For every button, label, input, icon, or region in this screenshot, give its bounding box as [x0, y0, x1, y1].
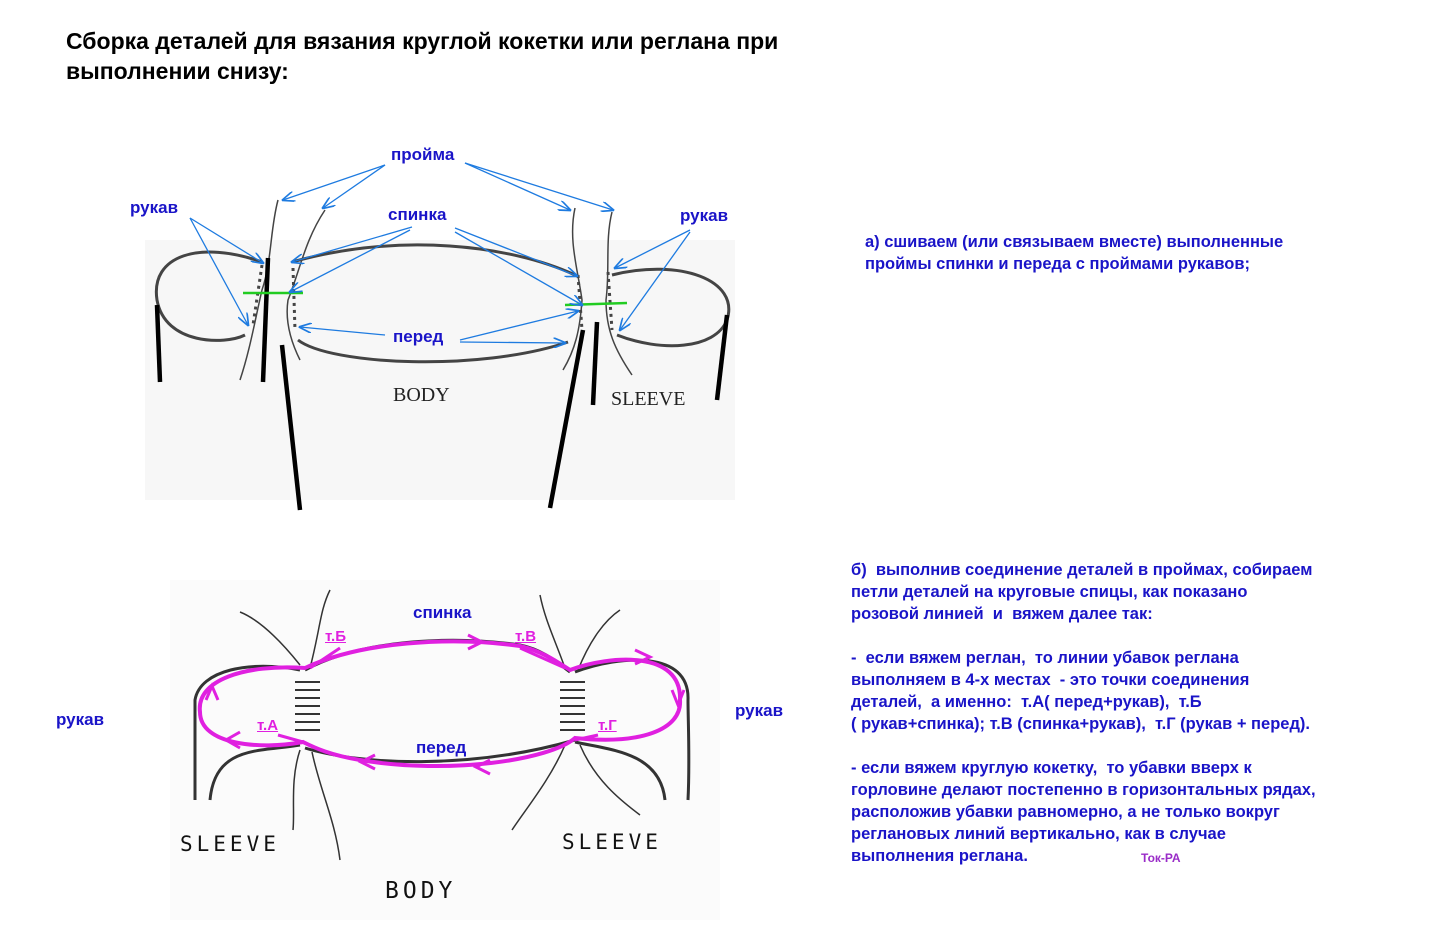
- point-b: т.Б: [325, 628, 346, 645]
- print-label-body: BODY: [393, 384, 450, 406]
- left-sleeve-outline: [154, 250, 263, 342]
- label-back-bottom: спинка: [413, 603, 472, 622]
- needle-lines: [154, 257, 730, 511]
- sketch-label-sleeve-left: SLEEVE: [180, 832, 280, 856]
- joint-stitches: [295, 681, 585, 731]
- print-label-sleeve: SLEEVE: [611, 388, 686, 410]
- sketch-label-body: BODY: [385, 878, 457, 904]
- pointer-arrows: [189, 162, 691, 343]
- title-line-1: Сборка деталей для вязания круглой кокет…: [66, 28, 779, 54]
- signature: Ток-РА: [1141, 851, 1181, 865]
- note-a: а) сшиваем (или связываем вместе) выполн…: [865, 233, 1284, 273]
- seam-stitches: [251, 264, 614, 331]
- point-a: т.А: [257, 717, 279, 734]
- body-front-outline: [297, 338, 569, 364]
- title-line-2: выполнении снизу:: [66, 58, 289, 84]
- pink-needle-line: [197, 639, 683, 768]
- point-g: т.Г: [598, 717, 617, 734]
- label-sleeve-right-bottom: рукав: [735, 701, 784, 720]
- print-background: [145, 240, 735, 500]
- pink-direction-arrows: [204, 633, 686, 776]
- point-v: т.В: [515, 628, 537, 645]
- note-b: б) выполнив соединение деталей в проймах…: [851, 561, 1316, 865]
- sketch-label-sleeve-right: SLEEVE: [562, 830, 662, 854]
- label-front: перед: [393, 327, 444, 346]
- label-sleeve-left-bottom: рукав: [56, 710, 105, 729]
- label-back: спинка: [388, 205, 447, 224]
- label-front-bottom: перед: [416, 738, 467, 757]
- label-sleeve-right: рукав: [680, 206, 729, 225]
- page-title: Сборка деталей для вязания круглой кокет…: [66, 26, 778, 86]
- label-sleeve-left: рукав: [130, 198, 179, 217]
- label-armhole: пройма: [391, 145, 455, 164]
